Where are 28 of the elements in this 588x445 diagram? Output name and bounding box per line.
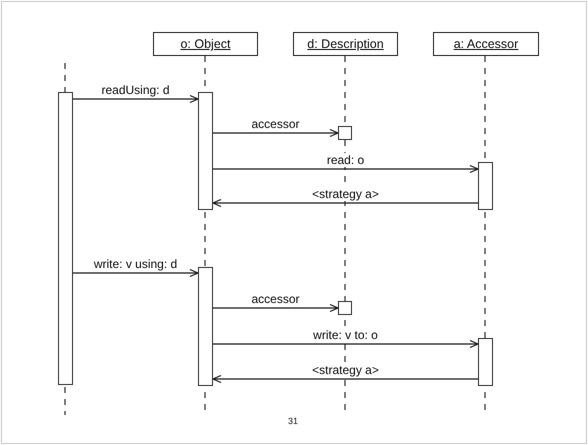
activation-bar — [478, 162, 493, 210]
message-label: readUsing: d — [99, 83, 172, 97]
message-label: write: v to: o — [311, 328, 380, 342]
message-label: write: v using: d — [92, 257, 180, 271]
message-arrow — [73, 268, 199, 278]
object-box — [153, 32, 258, 56]
page-number: 31 — [288, 416, 298, 426]
object-name: a: Accessor — [454, 37, 518, 51]
message-arrow — [212, 198, 478, 208]
object-box — [433, 32, 539, 56]
message-label: <strategy a> — [310, 187, 381, 201]
object-box — [293, 32, 398, 56]
activation-bar — [198, 92, 213, 210]
message-arrow — [73, 94, 199, 104]
message-arrow — [212, 374, 478, 384]
activation-box — [338, 301, 352, 315]
message-label: <strategy a> — [310, 363, 381, 377]
message-label: read: o — [324, 153, 366, 167]
object-name: d: Description — [307, 37, 384, 51]
activation-box — [338, 126, 352, 140]
activation-bar — [58, 92, 73, 385]
activation-bar — [198, 267, 213, 386]
message-arrow — [213, 340, 479, 348]
message-arrow — [213, 164, 479, 174]
message-arrow — [213, 128, 339, 138]
object-name: o: Object — [180, 37, 231, 51]
activation-bar — [478, 338, 493, 386]
message-arrow — [213, 304, 339, 312]
